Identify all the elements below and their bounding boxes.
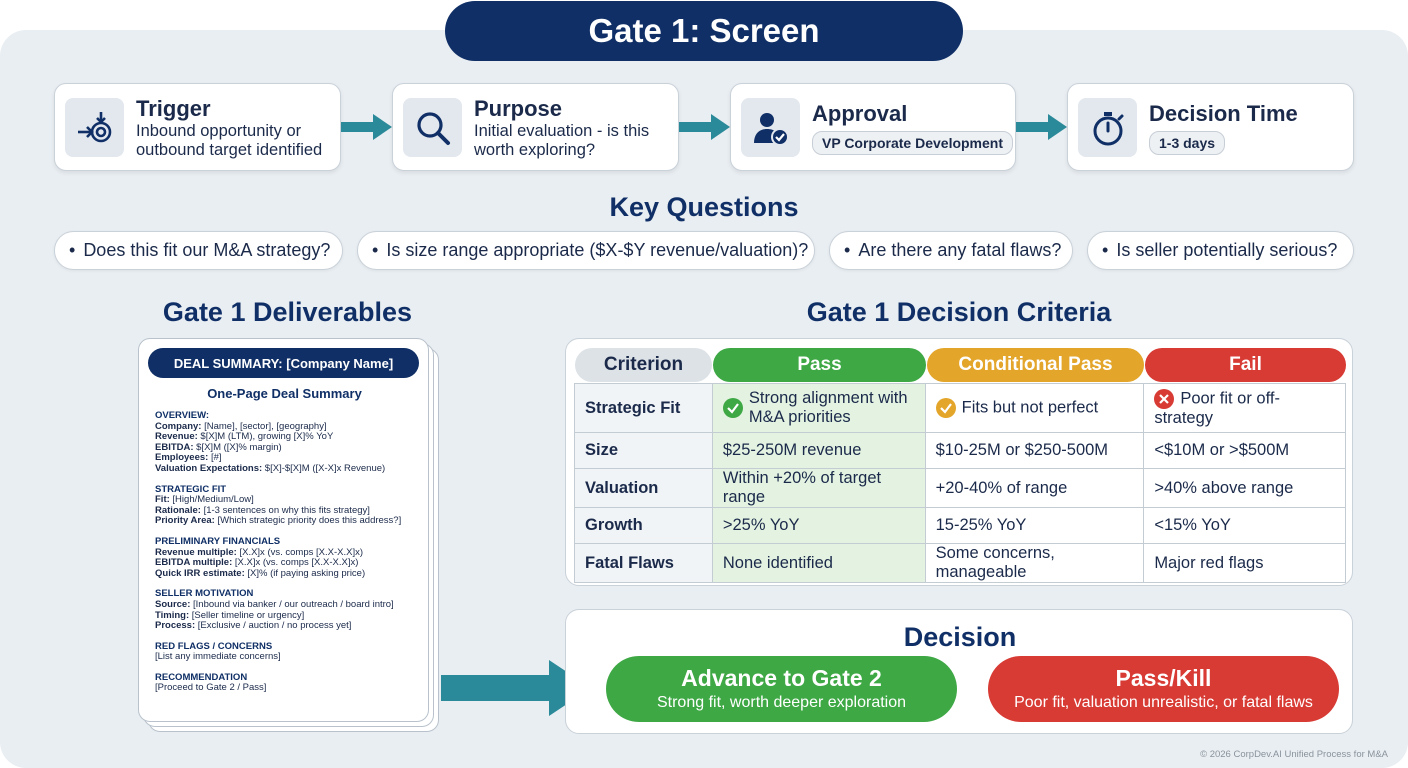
doc-line: Timing: [Seller timeline or urgency] <box>155 609 305 621</box>
doc-line: Rationale: [1-3 sentences on why this fi… <box>155 504 370 516</box>
doc-line: Fit: [High/Medium/Low] <box>155 494 254 506</box>
flow-arrow <box>1016 114 1067 140</box>
check-circle-icon <box>935 398 956 418</box>
conditional-cell: 15-25% YoY <box>924 507 1145 544</box>
step-desc: Inbound opportunity or outbound target i… <box>136 122 323 159</box>
step-title: Decision Time <box>1149 101 1298 126</box>
step-card-decision-time: Decision Time 1-3 days <box>1067 83 1354 171</box>
deal-summary-document: DEAL SUMMARY: [Company Name] One-Page De… <box>138 338 429 722</box>
user-check-icon <box>741 98 800 157</box>
decision-panel: Decision Advance to Gate 2 Strong fit, w… <box>565 609 1353 734</box>
kill-sublabel: Poor fit, valuation unrealistic, or fata… <box>1014 694 1313 711</box>
pass-cell: $25-250M revenue <box>711 432 926 469</box>
criterion-label: Valuation <box>574 468 713 508</box>
doc-subtitle: One-Page Deal Summary <box>207 386 362 401</box>
criteria-header-pass: Pass <box>713 348 926 382</box>
advance-to-gate-2-button[interactable]: Advance to Gate 2 Strong fit, worth deep… <box>606 656 957 722</box>
doc-line: Process: [Exclusive / auction / no proce… <box>155 620 352 632</box>
doc-line: Priority Area: [Which strategic priority… <box>155 515 402 527</box>
table-row: Fatal Flaws None identified Some concern… <box>574 543 1346 583</box>
criteria-header-fail: Fail <box>1145 348 1346 382</box>
target-arrow-icon <box>65 98 124 157</box>
pass-cell: >25% YoY <box>711 507 926 544</box>
pass-cell: Strong alignment with M&A priorities <box>711 383 926 433</box>
doc-section-heading: RECOMMENDATION <box>155 671 248 683</box>
doc-line: EBITDA multiple: [X.X]x (vs. comps [X.X-… <box>155 557 359 569</box>
doc-section-heading: PRELIMINARY FINANCIALS <box>155 535 281 547</box>
key-question-pill: •Is size range appropriate ($X-$Y revenu… <box>357 231 815 270</box>
table-row: Valuation Within +20% of target range +2… <box>574 468 1346 508</box>
fail-cell: Major red flags <box>1143 543 1346 583</box>
step-card-approval: Approval VP Corporate Development <box>730 83 1016 171</box>
stopwatch-icon <box>1078 98 1137 157</box>
doc-section-heading: STRATEGIC FIT <box>155 483 227 495</box>
step-card-trigger: Trigger Inbound opportunity or outbound … <box>54 83 341 171</box>
doc-line: EBITDA: $[X]M ([X]% margin) <box>155 441 282 453</box>
doc-line: [Proceed to Gate 2 / Pass] <box>155 682 267 694</box>
check-circle-icon <box>722 398 743 418</box>
doc-section-heading: OVERVIEW: <box>155 410 210 421</box>
doc-line: Revenue multiple: [X.X]x (vs. comps [X.X… <box>155 546 363 558</box>
conditional-cell: +20-40% of range <box>924 468 1145 508</box>
approval-badge: VP Corporate Development <box>812 131 1014 155</box>
doc-line: Valuation Expectations: $[X]-$[X]M ([X-X… <box>155 462 386 474</box>
step-title: Trigger <box>136 96 211 121</box>
fail-cell: <15% YoY <box>1143 507 1346 544</box>
step-card-purpose: Purpose Initial evaluation - is this wor… <box>392 83 679 171</box>
key-questions-title: Key Questions <box>609 192 799 222</box>
criteria-table: Strategic Fit Strong alignment with M&A … <box>574 383 1346 583</box>
criteria-header-conditional: Conditional Pass <box>927 348 1144 382</box>
fail-cell: >40% above range <box>1143 468 1346 508</box>
magnifier-icon <box>403 98 462 157</box>
flow-arrow <box>679 114 730 140</box>
doc-line: Quick IRR estimate: [X]% (if paying aski… <box>155 567 366 579</box>
key-question-pill: •Does this fit our M&A strategy? <box>54 231 343 270</box>
deliverables-title: Gate 1 Deliverables <box>162 297 413 327</box>
doc-line: Revenue: $[X]M (LTM), growing [X]% YoY <box>155 431 334 443</box>
doc-section-heading: RED FLAGS / CONCERNS <box>155 640 273 652</box>
key-question-pill: •Is seller potentially serious? <box>1087 231 1354 270</box>
doc-line: Source: [Inbound via banker / our outrea… <box>155 598 394 610</box>
criteria-title: Gate 1 Decision Criteria <box>806 297 1112 327</box>
criteria-panel: Criterion Pass Conditional Pass Fail Str… <box>565 338 1353 586</box>
decision-time-badge: 1-3 days <box>1149 131 1226 155</box>
conditional-cell: Fits but not perfect <box>924 383 1145 433</box>
criterion-label: Size <box>574 432 713 469</box>
table-row: Size $25-250M revenue $10-25M or $250-50… <box>574 432 1346 469</box>
criterion-label: Strategic Fit <box>574 383 713 433</box>
pass-kill-button[interactable]: Pass/Kill Poor fit, valuation unrealisti… <box>988 656 1339 722</box>
table-row: Strategic Fit Strong alignment with M&A … <box>574 383 1346 433</box>
step-title: Purpose <box>474 96 563 121</box>
fail-cell: Poor fit or off-strategy <box>1143 383 1346 433</box>
doc-line: Employees: [#] <box>155 452 222 464</box>
flow-arrow <box>341 114 392 140</box>
doc-line: Company: [Name], [sector], [geography] <box>155 420 327 432</box>
criterion-label: Fatal Flaws <box>574 543 713 583</box>
doc-header: DEAL SUMMARY: [Company Name] <box>148 348 419 378</box>
key-question-pill: •Are there any fatal flaws? <box>829 231 1073 270</box>
pass-cell: None identified <box>711 543 926 583</box>
criteria-header-criterion: Criterion <box>575 348 712 382</box>
step-title: Approval <box>812 101 908 126</box>
doc-body: OVERVIEW:Company: [Name], [sector], [geo… <box>155 410 425 694</box>
table-row: Growth >25% YoY 15-25% YoY <15% YoY <box>574 507 1346 544</box>
copyright-footer: © 2026 CorpDev.AI Unified Process for M&… <box>1200 749 1388 760</box>
conditional-cell: $10-25M or $250-500M <box>924 432 1145 469</box>
x-circle-icon <box>1154 388 1175 409</box>
fail-cell: <$10M or >$500M <box>1143 432 1346 469</box>
criterion-label: Growth <box>574 507 713 544</box>
decision-title: Decision <box>903 622 1017 652</box>
doc-line: [List any immediate concerns] <box>155 651 281 663</box>
page-title: Gate 1: Screen <box>445 1 963 61</box>
advance-label: Advance to Gate 2 <box>681 665 882 691</box>
pass-cell: Within +20% of target range <box>711 468 926 508</box>
step-desc: Initial evaluation - is this worth explo… <box>474 122 650 159</box>
doc-section-heading: SELLER MOTIVATION <box>155 588 254 600</box>
kill-label: Pass/Kill <box>1115 665 1212 691</box>
conditional-cell: Some concerns, manageable <box>924 543 1145 583</box>
advance-sublabel: Strong fit, worth deeper exploration <box>656 694 907 711</box>
